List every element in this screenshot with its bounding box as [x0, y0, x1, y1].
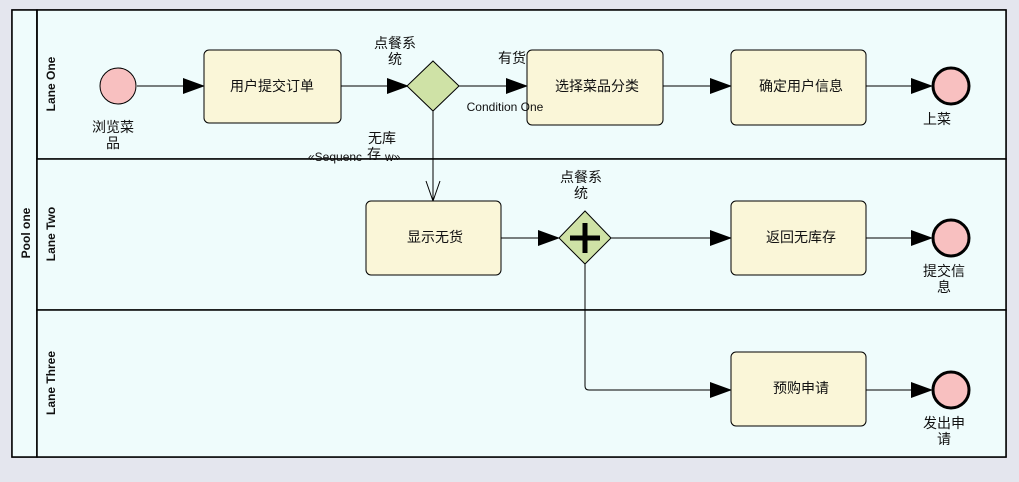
lane-three-label: Lane Three	[44, 351, 58, 415]
task-show-no-stock[interactable]: 显示无货	[365, 200, 502, 276]
flow-label-sequence: «Sequenc	[308, 150, 362, 164]
end-event-request-label-line1: 发出申	[923, 416, 965, 432]
task-preorder-label: 预购申请	[773, 381, 829, 397]
end-event-submit-label-line2: 息	[937, 279, 951, 296]
task-show-no-stock-label: 显示无货	[407, 229, 463, 246]
task-confirm-user[interactable]: 确定用户信息	[730, 49, 867, 126]
task-preorder[interactable]: 预购申请	[730, 351, 867, 427]
flow-parallel-to-preorder[interactable]	[584, 263, 732, 398]
task-return-no-stock-label: 返回无库存	[766, 230, 836, 246]
flow-label-no-stock-line1: 无库	[368, 131, 396, 147]
end-event-serve[interactable]: 上菜	[923, 66, 971, 128]
lane-two-label: Lane Two	[44, 207, 58, 261]
pool-label: Pool one	[19, 207, 33, 258]
lane-one-label: Lane One	[44, 56, 58, 111]
exclusive-gateway-label-line2: 统	[388, 52, 402, 68]
task-choose-category[interactable]: 选择菜品分类	[526, 49, 664, 126]
task-choose-category-label: 选择菜品分类	[555, 79, 639, 95]
end-event-submit-label-line1: 提交信	[923, 263, 965, 280]
exclusive-gateway[interactable]: 点餐系 统	[374, 36, 460, 112]
task-submit-order[interactable]: 用户提交订单	[203, 49, 342, 124]
flow-label-condition: Condition One	[467, 100, 544, 114]
flow-label-no-stock-line2: 存	[367, 147, 381, 163]
parallel-gateway-label-line2: 统	[574, 186, 588, 202]
task-submit-order-label: 用户提交订单	[230, 78, 314, 95]
end-event-serve-label: 上菜	[923, 112, 951, 128]
sequence-flows	[137, 78, 933, 398]
flow-label-in-stock: 有货	[498, 50, 526, 67]
end-event-request[interactable]: 发出申 请	[923, 370, 971, 448]
plus-icon	[570, 223, 600, 253]
pool-header	[11, 9, 38, 458]
end-event-submit[interactable]: 提交信 息	[923, 218, 971, 296]
end-event-request-label-line2: 请	[937, 432, 951, 448]
parallel-gateway[interactable]: 点餐系 统	[558, 170, 612, 265]
exclusive-gateway-label-line1: 点餐系	[374, 36, 416, 52]
start-event-label-line1: 浏览菜	[92, 120, 134, 136]
flow-label-sequence-tail: w»	[384, 150, 401, 164]
parallel-gateway-label-line1: 点餐系	[560, 170, 602, 186]
start-event[interactable]: 浏览菜 品	[92, 67, 137, 152]
task-confirm-user-label: 确定用户信息	[759, 78, 843, 95]
task-return-no-stock[interactable]: 返回无库存	[730, 200, 867, 276]
start-event-label-line2: 品	[106, 136, 120, 152]
